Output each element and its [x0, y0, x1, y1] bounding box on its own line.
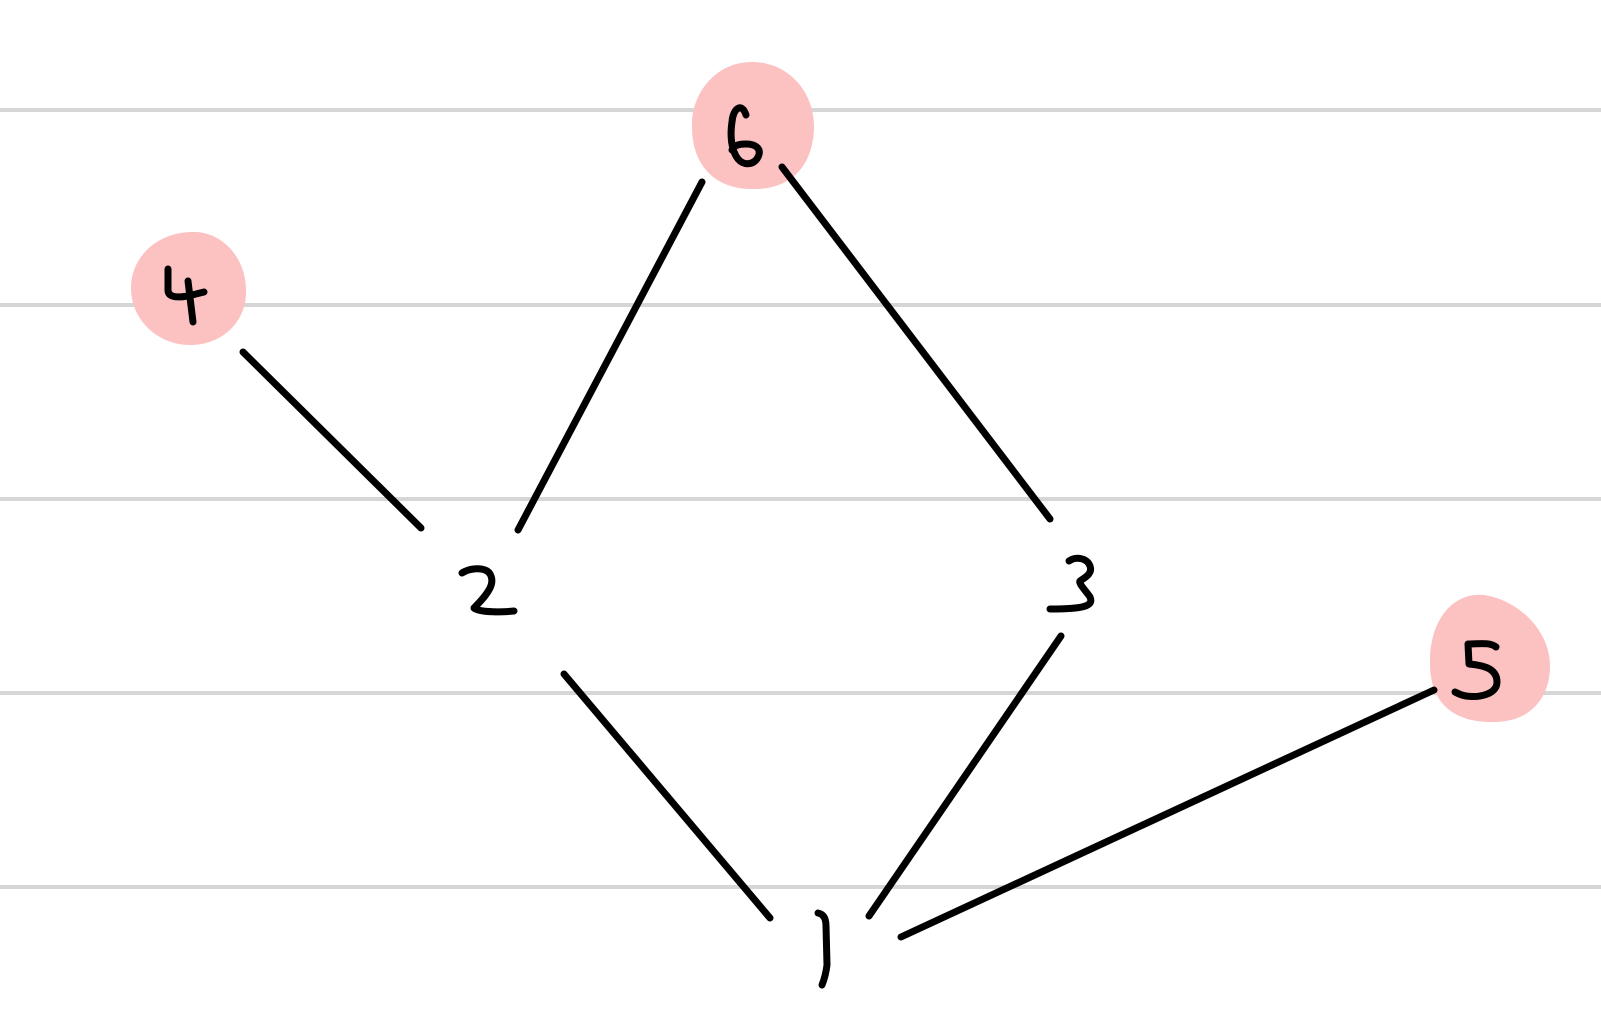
edge-6-3 [778, 163, 1054, 523]
digit-5-glyph [1451, 640, 1501, 700]
edge-2-1 [560, 670, 774, 922]
edge-6-2 [514, 178, 706, 534]
ruled-lines [0, 108, 1601, 889]
digit-3-glyph [1046, 554, 1095, 613]
edges [239, 163, 1438, 941]
highlight-node-5 [1429, 594, 1550, 723]
highlights [131, 62, 1550, 723]
node-2: 2 [458, 565, 518, 616]
edge-3-1 [865, 632, 1065, 920]
node-1: 1 [814, 909, 831, 989]
node-label: 3 [1075, 584, 1076, 586]
digit-6-glyph [727, 104, 763, 168]
highlight-node-6 [691, 62, 815, 190]
node-4: 4 [164, 265, 208, 326]
digit-4-glyph [164, 265, 208, 326]
edge-4-2 [239, 348, 425, 532]
digit-1-glyph [814, 909, 831, 989]
node-3: 3 [1046, 554, 1095, 613]
node-6: 6 [727, 104, 763, 168]
digit-2-glyph [458, 565, 518, 616]
node-5: 5 [1451, 640, 1501, 700]
node-label: 1 [820, 949, 821, 951]
node-label: 2 [480, 589, 481, 591]
edge-5-1 [897, 686, 1438, 941]
